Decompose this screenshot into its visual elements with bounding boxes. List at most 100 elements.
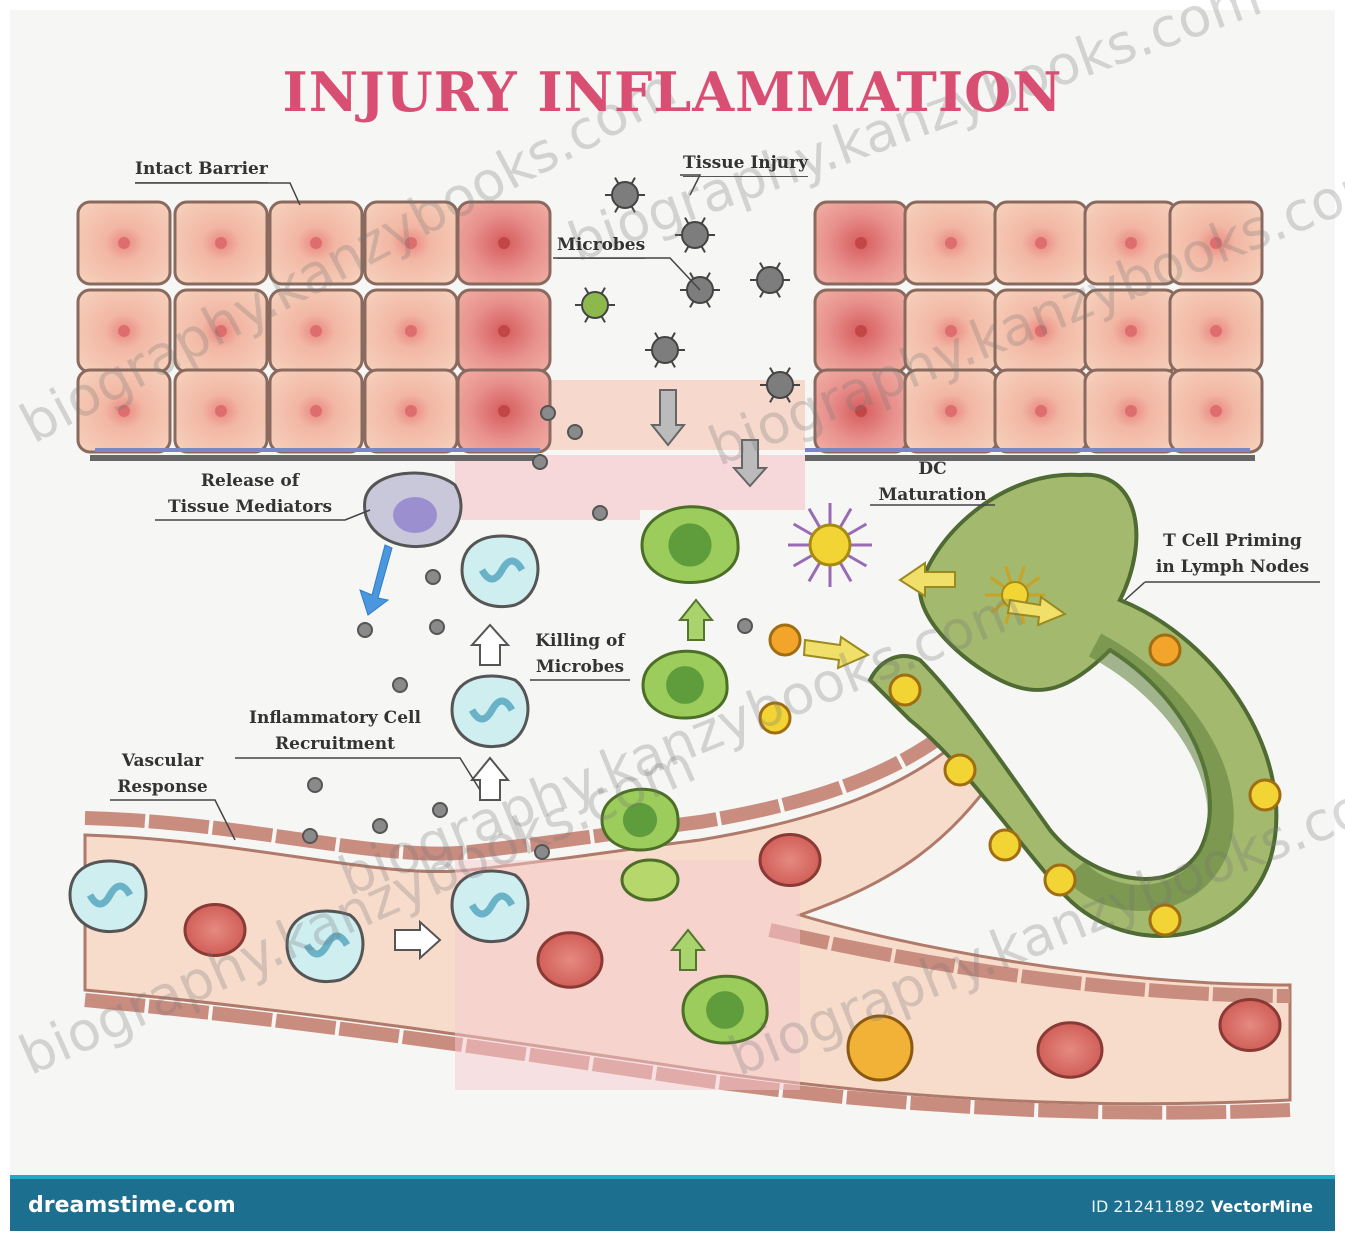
dendritic-cell xyxy=(788,503,872,587)
cell-nucleus xyxy=(215,405,227,417)
mediator-dot xyxy=(541,406,555,420)
cell-nucleus xyxy=(1035,237,1047,249)
microbe-spike xyxy=(602,288,606,294)
arrow-green-up-1 xyxy=(680,600,712,640)
macrophage-nucleus xyxy=(668,523,711,566)
microbe-spike xyxy=(690,301,694,307)
microbe-spike xyxy=(655,333,659,339)
label-tcell-line1: T Cell Priming xyxy=(1140,528,1325,554)
cell-nucleus xyxy=(498,325,510,337)
dendritic-cell-body xyxy=(810,525,850,565)
label-release-line1: Release of xyxy=(150,468,350,494)
footer-brand: dreamstime.com xyxy=(28,1193,236,1218)
neutrophil xyxy=(70,861,146,932)
label-killing-microbes: Killing of Microbes xyxy=(525,628,635,680)
lymphocyte xyxy=(1150,635,1180,665)
arrow-recruitment-up-1 xyxy=(472,625,508,665)
mediator-dot xyxy=(393,678,407,692)
red-blood-cell xyxy=(1038,1023,1102,1077)
cell-nucleus xyxy=(855,237,867,249)
epithelial-cell xyxy=(270,370,362,452)
label-inflammatory-cell-recruitment: Inflammatory Cell Recruitment xyxy=(230,705,440,757)
epithelial-cell xyxy=(1170,370,1262,452)
epithelial-cell xyxy=(905,202,997,284)
mediator-dot xyxy=(303,829,317,843)
mediator-dot xyxy=(593,506,607,520)
microbe-spike xyxy=(585,316,589,322)
microbe xyxy=(645,333,685,368)
cell-nucleus xyxy=(310,405,322,417)
microbe xyxy=(575,288,615,323)
cell-nucleus xyxy=(1035,405,1047,417)
cell-nucleus xyxy=(118,237,130,249)
label-tcell-priming: T Cell Priming in Lymph Nodes xyxy=(1140,528,1325,580)
mediator-dot xyxy=(358,623,372,637)
monocyte-transmigrating xyxy=(622,860,678,900)
microbe xyxy=(750,263,790,298)
microbe-spike xyxy=(777,263,781,269)
mediator-dot xyxy=(568,425,582,439)
cell-nucleus xyxy=(945,237,957,249)
lymphocyte xyxy=(770,625,800,655)
page-title: INJURY INFLAMMATION xyxy=(0,60,1345,124)
label-tcell-line2: in Lymph Nodes xyxy=(1140,554,1325,580)
macrophage xyxy=(642,507,738,583)
cell-nucleus xyxy=(310,325,322,337)
label-microbes: Microbes xyxy=(557,232,645,259)
cell-nucleus xyxy=(498,237,510,249)
cell-nucleus xyxy=(1125,325,1137,337)
mast-cell-nucleus xyxy=(393,497,437,533)
mediator-dot xyxy=(533,455,547,469)
epithelial-cell xyxy=(1085,370,1177,452)
microbe-spike xyxy=(707,273,711,279)
red-blood-cell xyxy=(760,835,820,886)
label-dc-maturation: DC Maturation xyxy=(865,456,1000,508)
cell-nucleus xyxy=(855,325,867,337)
mediator-dot xyxy=(738,619,752,633)
microbe-spike xyxy=(585,288,589,294)
label-release-line2: Tissue Mediators xyxy=(150,494,350,520)
cell-nucleus xyxy=(945,405,957,417)
microbe-spike xyxy=(602,316,606,322)
microbe-body xyxy=(757,267,783,293)
microbe-spike xyxy=(707,301,711,307)
microbe-spike xyxy=(760,291,764,297)
microbe-body xyxy=(582,292,608,318)
cell-nucleus xyxy=(405,405,417,417)
microbe-spike xyxy=(655,361,659,367)
microbe-spike xyxy=(702,246,706,252)
mediator-dot xyxy=(430,620,444,634)
mediator-dot xyxy=(308,778,322,792)
epithelial-cell xyxy=(365,290,457,372)
label-vascular-response: Vascular Response xyxy=(105,748,220,800)
lymphocyte xyxy=(945,755,975,785)
label-release-tissue-mediators: Release of Tissue Mediators xyxy=(150,468,350,520)
epithelial-cell xyxy=(175,370,267,452)
microbe-spike xyxy=(760,263,764,269)
microbe-spike xyxy=(690,273,694,279)
label-tissue-injury: Tissue Injury xyxy=(683,150,808,177)
epithelial-cell xyxy=(1170,290,1262,372)
microbe-spike xyxy=(787,368,791,374)
label-killing-line2: Microbes xyxy=(525,654,635,680)
cell-nucleus xyxy=(118,325,130,337)
label-dc-line1: DC xyxy=(865,456,1000,482)
footer-image-id: ID 212411892 xyxy=(1091,1197,1205,1216)
epithelial-cell xyxy=(815,202,907,284)
label-vascular-line2: Response xyxy=(105,774,220,800)
microbe-spike xyxy=(632,178,636,184)
epithelial-cell xyxy=(995,370,1087,452)
label-recruit-line2: Recruitment xyxy=(230,731,440,757)
neutrophil xyxy=(462,536,538,607)
cell-nucleus xyxy=(1210,325,1222,337)
cell-nucleus xyxy=(215,237,227,249)
footer-bar: dreamstime.com ID 212411892 VectorMine xyxy=(10,1175,1335,1231)
microbe-spike xyxy=(615,178,619,184)
cell-nucleus xyxy=(1125,405,1137,417)
epithelial-cell xyxy=(458,370,550,452)
microbe-spike xyxy=(777,291,781,297)
arrow-release-mediators xyxy=(360,545,392,615)
label-dc-line2: Maturation xyxy=(865,482,1000,508)
microbe-spike xyxy=(672,361,676,367)
mediator-dot xyxy=(426,570,440,584)
